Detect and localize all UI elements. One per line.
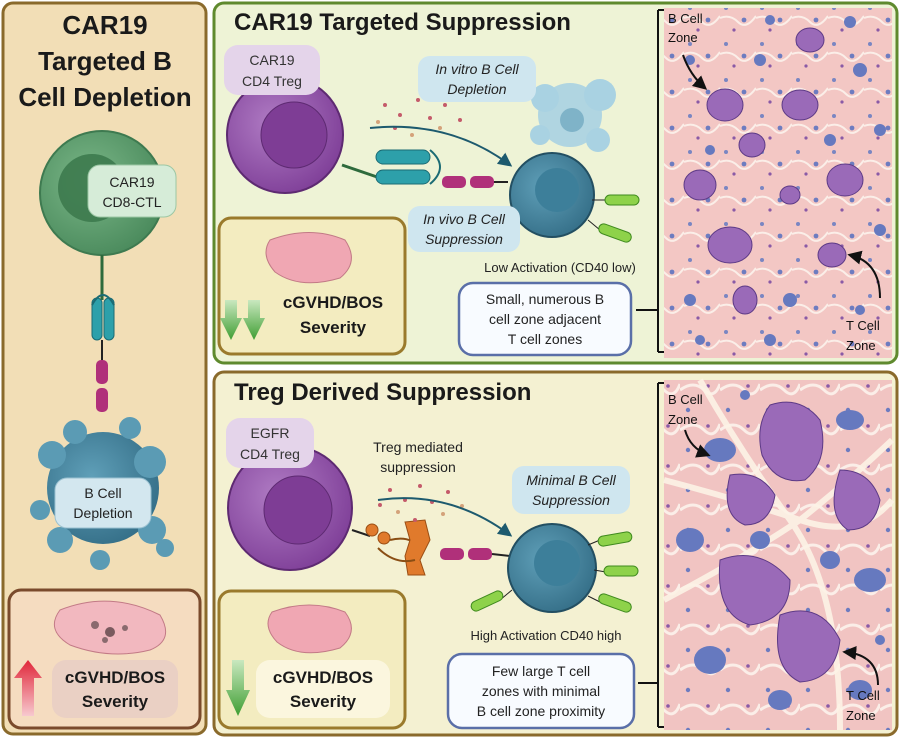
bottom-zone-line2: zones with minimal xyxy=(482,683,600,699)
left-title-line3: Cell Depletion xyxy=(18,82,191,112)
top-severity-line2: Severity xyxy=(300,318,367,337)
bottom-severity-box: cGVHD/BOS Severity xyxy=(217,589,407,730)
top-zone-line3: T cell zones xyxy=(508,331,582,347)
top-zone-line1: Small, numerous B xyxy=(486,291,604,307)
car19-cd4-treg-cell: CAR19 CD4 Treg xyxy=(224,45,344,194)
top-treg-label-line1: CAR19 xyxy=(249,52,294,68)
left-severity-label-box xyxy=(52,660,178,718)
in-vitro-label-box xyxy=(418,56,536,102)
bottom-zone-line3: B cell zone proximity xyxy=(477,703,605,719)
top-severity-box: cGVHD/BOS Severity xyxy=(217,216,407,356)
bcell-label-box xyxy=(54,477,152,529)
top-interaction-arrow xyxy=(369,125,513,167)
car-receptor xyxy=(91,255,115,412)
top-car-receptor xyxy=(341,149,508,188)
top-tzone-line2: Zone xyxy=(846,338,876,353)
bcell-label-line2: Depletion xyxy=(73,505,132,521)
top-bracket xyxy=(636,9,664,353)
bottom-bzone-line1: B Cell xyxy=(668,392,703,407)
ctl-label-line2: CD8-CTL xyxy=(102,194,161,210)
bottom-severity-line1: cGVHD/BOS xyxy=(273,668,373,687)
bottom-treg-label-line1: EGFR xyxy=(251,425,290,441)
top-treg-label-line2: CD4 Treg xyxy=(242,73,302,89)
bottom-interaction-arrow xyxy=(377,497,513,537)
left-title-line2: Targeted B xyxy=(38,46,172,76)
ctl-label-box xyxy=(87,164,177,218)
bottom-panel: Treg Derived Suppression EGFR CD4 Treg xyxy=(212,370,899,737)
top-tissue-image: B Cell Zone T Cell Zone xyxy=(664,8,892,358)
top-bzone-pointer xyxy=(682,54,708,90)
bottom-treg-label-line2: CD4 Treg xyxy=(240,446,300,462)
bottom-zone-line1: Few large T cell xyxy=(492,663,590,679)
bottom-severity-line2: Severity xyxy=(290,692,357,711)
top-tzone-line1: T Cell xyxy=(846,318,880,333)
bottom-tzone-line1: T Cell xyxy=(846,688,880,703)
minimal-label-line1: Minimal B Cell xyxy=(526,472,616,488)
bottom-tissue-image: B Cell Zone T Cell Zone xyxy=(662,378,895,731)
top-severity-line1: cGVHD/BOS xyxy=(283,293,383,312)
b-cell-depletion-blob: B Cell Depletion xyxy=(30,417,174,570)
in-vivo-label-box xyxy=(408,206,520,252)
egfr-receptor xyxy=(351,519,511,576)
top-bzone-line2: Zone xyxy=(668,30,698,45)
in-vivo-label-line1: In vivo B Cell xyxy=(423,211,506,227)
bottom-treg-label-box xyxy=(226,418,314,468)
bottom-tzone-pointer xyxy=(842,646,879,686)
severity-up-arrow-icon xyxy=(14,660,42,716)
left-severity-line1: cGVHD/BOS xyxy=(65,668,165,687)
bottom-severity-label-box xyxy=(256,660,390,718)
top-activation-label: Low Activation (CD40 low) xyxy=(484,260,636,275)
left-title-line1: CAR19 xyxy=(62,10,147,40)
bottom-lung-icon xyxy=(267,604,352,654)
in-vitro-label-line2: Depletion xyxy=(447,81,506,97)
minimal-label-box xyxy=(512,466,630,514)
top-zone-description-box xyxy=(457,281,633,357)
left-severity-box: cGVHD/BOS Severity xyxy=(7,588,202,730)
bcell-label-line1: B Cell xyxy=(84,485,121,501)
left-panel: CAR19 Targeted B Cell Depletion CAR19 CD… xyxy=(1,1,208,736)
top-severity-down-arrow-icon-2 xyxy=(243,300,265,340)
top-panel-title: CAR19 Targeted Suppression xyxy=(234,9,571,36)
in-vitro-label-line1: In vitro B Cell xyxy=(435,61,519,77)
bottom-b-cell xyxy=(470,523,639,613)
top-cd40-receptors xyxy=(587,194,640,243)
egfr-cd4-treg-cell: EGFR CD4 Treg xyxy=(226,418,353,571)
top-bzone-line1: B Cell xyxy=(668,11,703,26)
in-vitro-depleted-blob xyxy=(530,79,616,152)
top-severity-down-arrow-icon-1 xyxy=(220,300,242,340)
bottom-severity-down-arrow-icon xyxy=(226,660,250,716)
top-panel: CAR19 Targeted Suppression CAR19 CD4 Tre… xyxy=(212,1,899,365)
bottom-bzone-pointer xyxy=(684,429,711,458)
mediated-line2: suppression xyxy=(380,459,456,475)
bottom-zone-description-box xyxy=(446,652,636,730)
ctl-label-line1: CAR19 xyxy=(109,174,154,190)
in-vivo-label-line2: Suppression xyxy=(425,231,503,247)
bottom-bracket xyxy=(638,382,664,728)
mediated-line1: Treg mediated xyxy=(373,439,463,455)
left-severity-line2: Severity xyxy=(82,692,149,711)
bottom-panel-title: Treg Derived Suppression xyxy=(234,379,531,406)
top-lung-icon xyxy=(265,232,352,284)
top-secretion-dots xyxy=(376,98,462,137)
car19-cd8-ctl-cell: CAR19 CD8-CTL xyxy=(39,130,177,256)
bottom-tzone-line2: Zone xyxy=(846,708,876,723)
minimal-label-line2: Suppression xyxy=(532,492,610,508)
top-treg-label-box xyxy=(224,45,320,95)
bottom-cd40-receptors xyxy=(470,531,639,613)
top-b-cell xyxy=(509,152,640,243)
bottom-bzone-line2: Zone xyxy=(668,412,698,427)
bottom-activation-label: High Activation CD40 high xyxy=(470,628,621,643)
top-zone-line2: cell zone adjacent xyxy=(489,311,601,327)
top-tzone-pointer xyxy=(847,250,881,299)
